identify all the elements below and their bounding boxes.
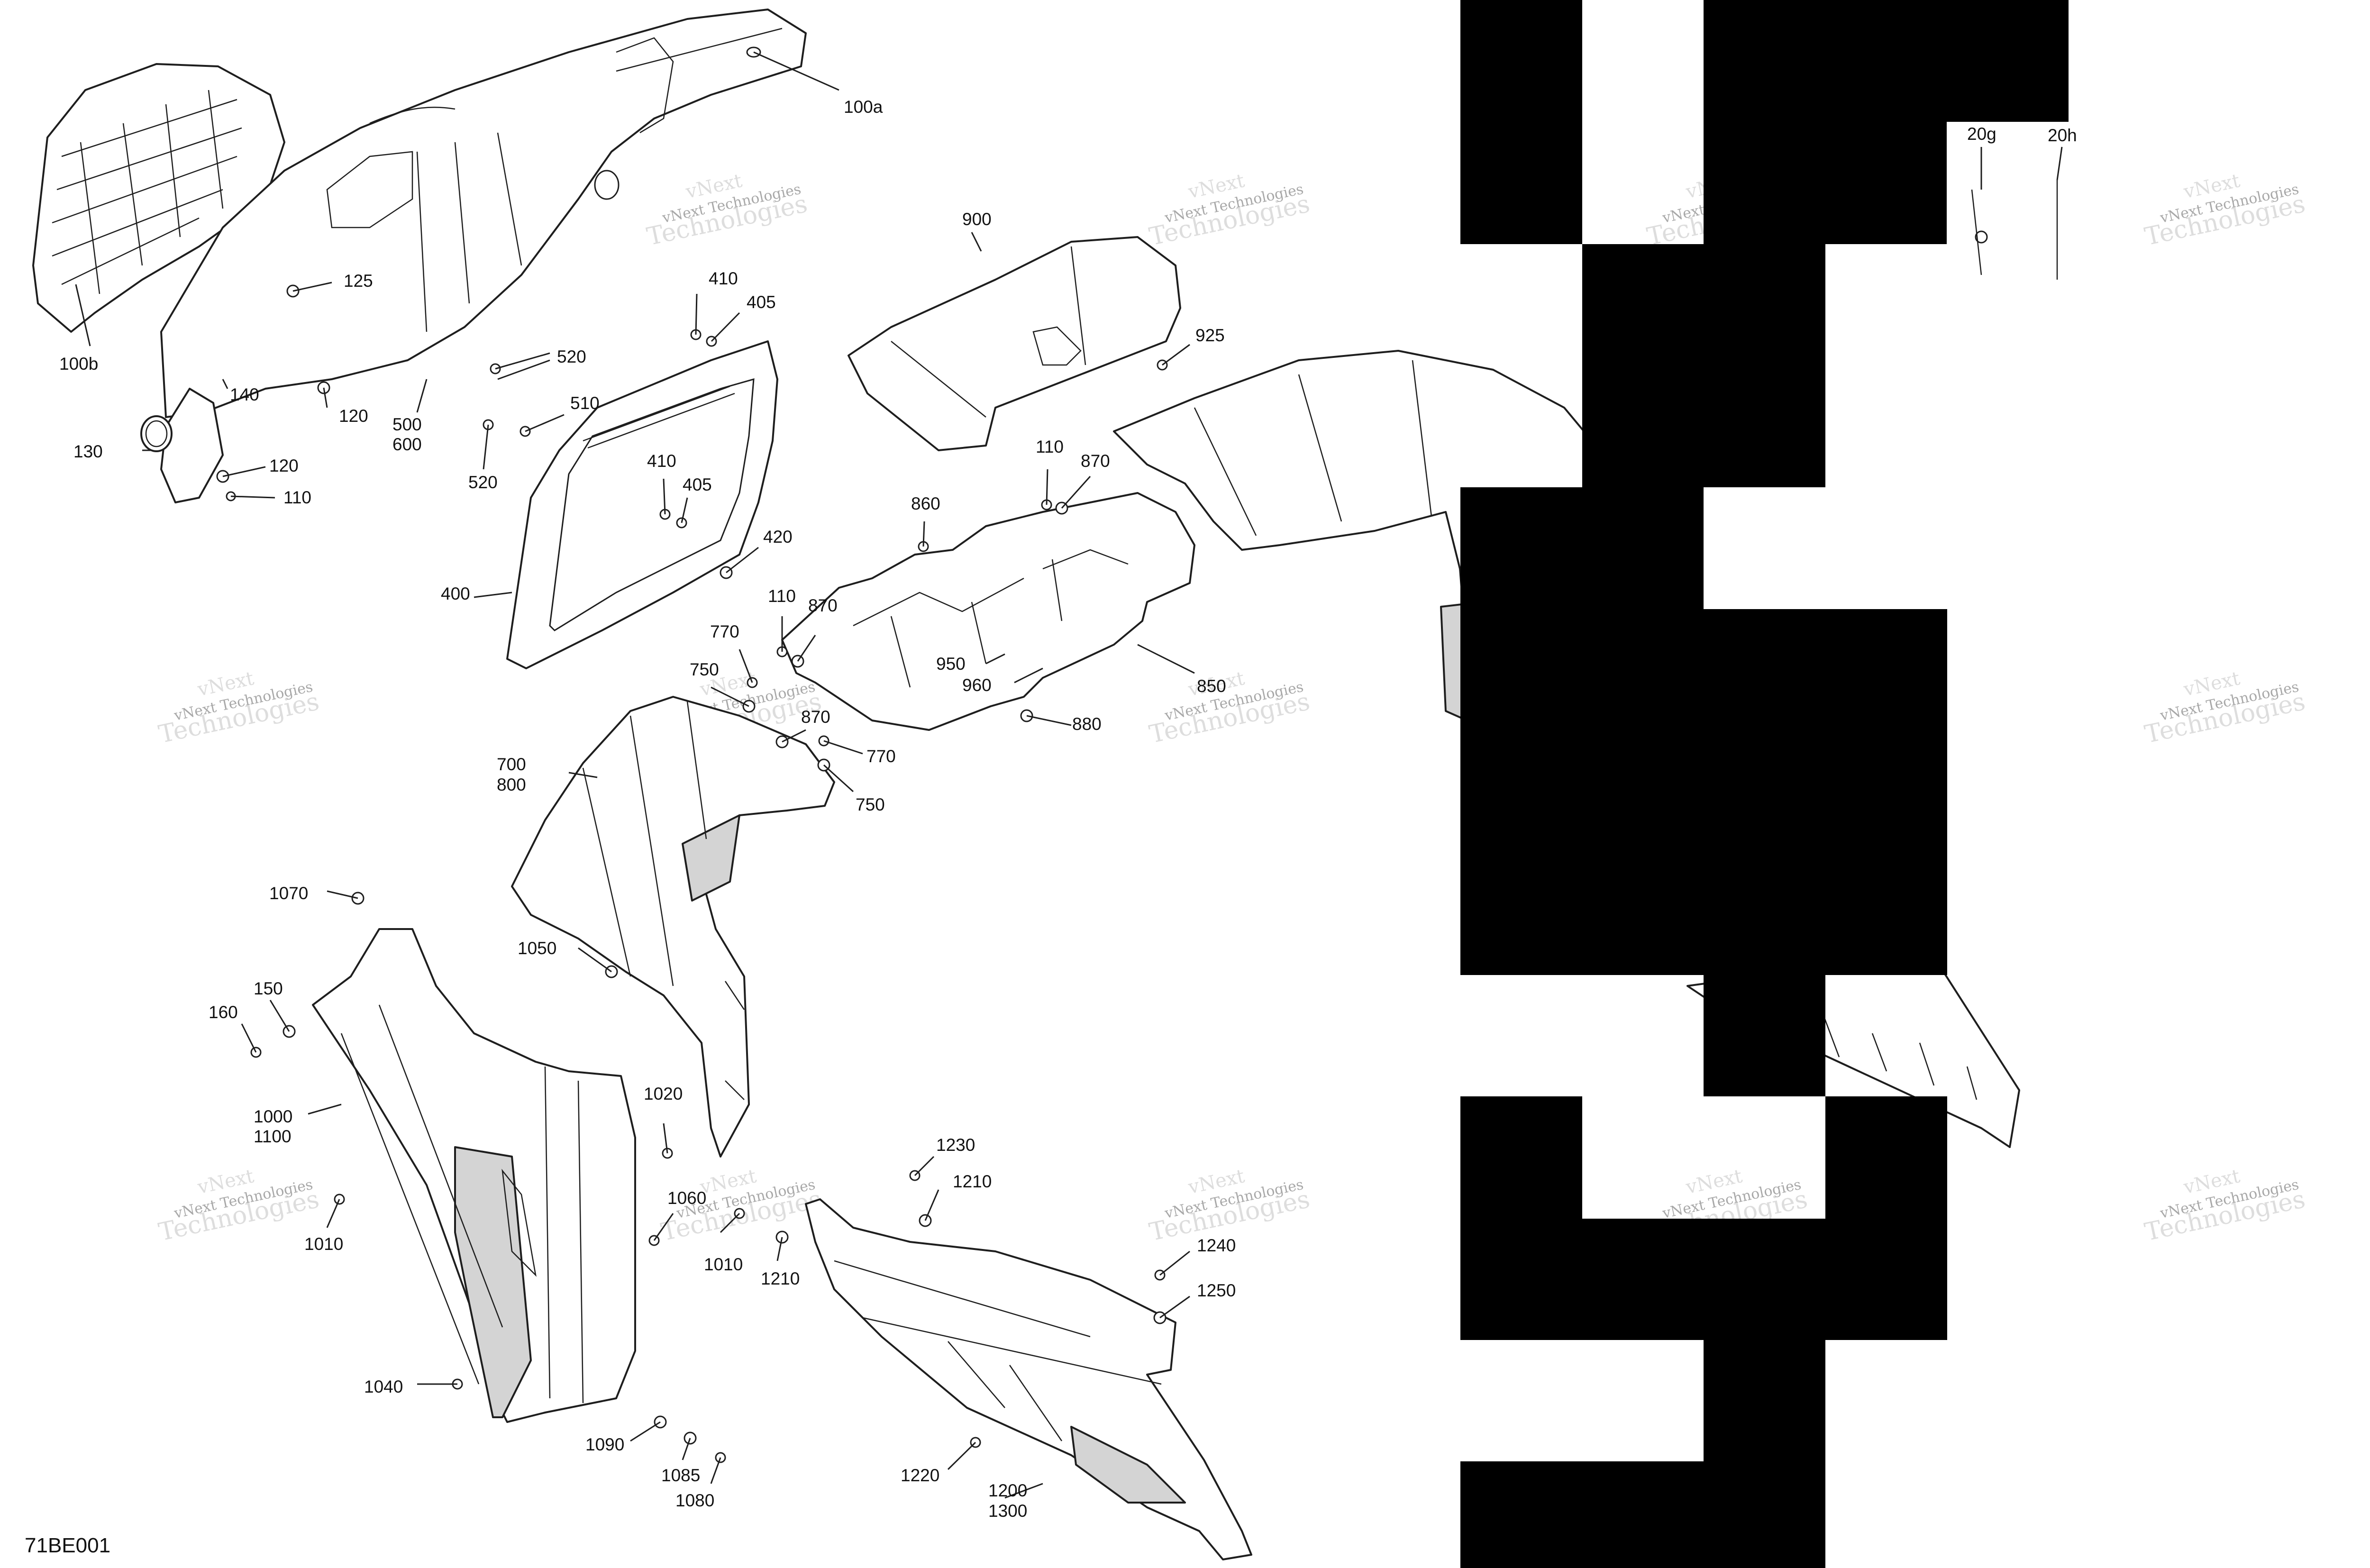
watermark-2: vNext vNext Technologies Technologies bbox=[644, 170, 810, 251]
callout-870-lower: 870 bbox=[801, 707, 830, 727]
callout-700: 700 bbox=[497, 755, 526, 774]
callout-800: 800 bbox=[497, 775, 526, 794]
part-850-floor-tray bbox=[781, 492, 1195, 731]
part-1200-1300-rocker-panel bbox=[805, 1198, 1252, 1560]
callout-1070: 1070 bbox=[269, 884, 308, 903]
part-900-storage-cover bbox=[848, 236, 1181, 451]
callout-950: 950 bbox=[936, 654, 966, 674]
callout-1010-left: 1010 bbox=[304, 1234, 343, 1254]
callout-1010-right: 1010 bbox=[704, 1255, 743, 1274]
callout-510: 510 bbox=[570, 393, 600, 413]
callout-1250: 1250 bbox=[1197, 1281, 1236, 1300]
callout-20g: 20g bbox=[1967, 124, 1996, 144]
part-100a-front-fascia bbox=[160, 9, 807, 503]
leader-lines bbox=[75, 51, 2063, 1499]
callout-160: 160 bbox=[209, 1003, 238, 1022]
callout-1300: 1300 bbox=[988, 1501, 1027, 1521]
callout-750-upper: 750 bbox=[690, 660, 719, 679]
callout-420: 420 bbox=[763, 527, 793, 547]
callout-1040: 1040 bbox=[364, 1377, 403, 1396]
callout-1220: 1220 bbox=[901, 1466, 939, 1485]
callout-110-middle: 110 bbox=[768, 586, 796, 606]
watermark-12: vNext vNext Technologies Technologies bbox=[1147, 1165, 1312, 1247]
callout-750-lower: 750 bbox=[856, 795, 885, 814]
part-400-radiator-frame bbox=[506, 340, 778, 669]
watermark-5: vNext vNext Technologies Technologies bbox=[2142, 170, 2307, 251]
redaction-mask bbox=[1460, 0, 2069, 1568]
watermark-9: vNext vNext Technologies Technologies bbox=[2142, 667, 2307, 749]
callout-100a: 100a bbox=[844, 97, 883, 117]
part-130-cap bbox=[140, 415, 173, 452]
callout-1000: 1000 bbox=[254, 1107, 292, 1126]
callout-770-lower: 770 bbox=[866, 747, 896, 766]
callout-900: 900 bbox=[962, 210, 992, 229]
callout-1080: 1080 bbox=[675, 1491, 714, 1510]
part-700-800-front-fender bbox=[511, 696, 835, 1158]
callout-1100: 1100 bbox=[254, 1127, 292, 1146]
watermark-6: vNext vNext Technologies Technologies bbox=[156, 667, 321, 749]
callout-410-upper: 410 bbox=[709, 269, 738, 288]
callout-870-upper: 870 bbox=[1081, 451, 1110, 471]
callout-150: 150 bbox=[254, 979, 283, 998]
callout-20h: 20h bbox=[2048, 126, 2077, 145]
callout-1060: 1060 bbox=[667, 1188, 706, 1208]
callout-120-upper: 120 bbox=[339, 406, 368, 426]
watermark-3: vNext vNext Technologies Technologies bbox=[1147, 170, 1312, 251]
callout-400: 400 bbox=[441, 584, 470, 603]
callout-125: 125 bbox=[344, 271, 373, 291]
callout-1020: 1020 bbox=[644, 1084, 683, 1103]
callout-1200: 1200 bbox=[988, 1481, 1027, 1500]
callout-925: 925 bbox=[1195, 326, 1225, 345]
callout-1240: 1240 bbox=[1197, 1236, 1236, 1255]
callout-1210-lower: 1210 bbox=[761, 1269, 800, 1288]
callout-520-lower: 520 bbox=[468, 473, 498, 492]
part-1000-1100-side-panel bbox=[312, 928, 636, 1423]
callout-880: 880 bbox=[1072, 714, 1102, 734]
callout-110-upper: 110 bbox=[1036, 437, 1064, 456]
callout-520-upper: 520 bbox=[557, 347, 586, 366]
watermark-8: vNext vNext Technologies Technologies bbox=[1147, 667, 1312, 749]
callout-405-lower: 405 bbox=[683, 475, 712, 494]
callout-1085: 1085 bbox=[661, 1466, 700, 1485]
callout-labels: 100a 100b 125 130 140 120 120 110 500 60… bbox=[59, 97, 2077, 1521]
watermark-14: vNext vNext Technologies Technologies bbox=[2142, 1165, 2307, 1247]
callout-770-upper: 770 bbox=[710, 622, 739, 641]
callout-100b: 100b bbox=[59, 354, 98, 374]
callout-410-lower: 410 bbox=[647, 451, 676, 471]
watermark-10: vNext vNext Technologies Technologies bbox=[156, 1165, 321, 1247]
callout-870-middle: 870 bbox=[808, 596, 838, 615]
callout-120-lower: 120 bbox=[269, 456, 299, 475]
tool-20g-20h bbox=[1971, 180, 2058, 280]
callout-850: 850 bbox=[1197, 676, 1226, 696]
callout-600: 600 bbox=[392, 435, 422, 454]
callout-1090: 1090 bbox=[585, 1435, 624, 1454]
callout-140: 140 bbox=[230, 385, 259, 404]
part-100b-front-grille bbox=[32, 63, 285, 333]
callout-1210-upper: 1210 bbox=[953, 1172, 992, 1191]
callout-1230: 1230 bbox=[936, 1135, 975, 1155]
callout-860: 860 bbox=[911, 494, 940, 513]
callout-110-left: 110 bbox=[283, 488, 311, 507]
callout-130: 130 bbox=[73, 442, 103, 461]
callout-500: 500 bbox=[392, 415, 422, 434]
callout-1050: 1050 bbox=[518, 939, 556, 958]
callout-405-upper: 405 bbox=[747, 292, 776, 312]
figure-id-label: 71BE001 bbox=[25, 1534, 110, 1557]
fastener-20g bbox=[1975, 230, 1988, 244]
callout-960: 960 bbox=[962, 675, 992, 695]
